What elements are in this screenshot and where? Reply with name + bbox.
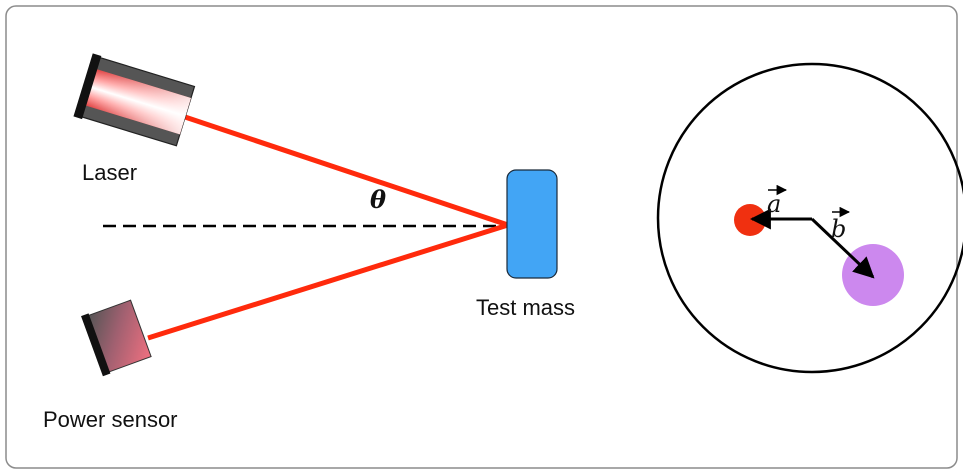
incident-beam (184, 114, 509, 228)
vector-b-label-group: b (831, 206, 851, 243)
test-mass (506, 169, 558, 279)
vector-a-label-group: a (767, 184, 788, 218)
laser-device-icon (73, 53, 196, 147)
test-mass-label: Test mass (476, 295, 575, 320)
reflected-beam (147, 222, 509, 341)
vector-b-arrow (810, 217, 875, 279)
target-circle (656, 62, 963, 374)
power-sensor-icon (81, 299, 152, 377)
outer-frame (5, 5, 958, 469)
laser-label: Laser (82, 160, 137, 185)
angle-theta-label: θ (370, 185, 386, 214)
power-sensor-label: Power sensor (43, 407, 178, 432)
vector-b-label: b (831, 215, 846, 243)
vector-a-label: a (767, 190, 781, 218)
